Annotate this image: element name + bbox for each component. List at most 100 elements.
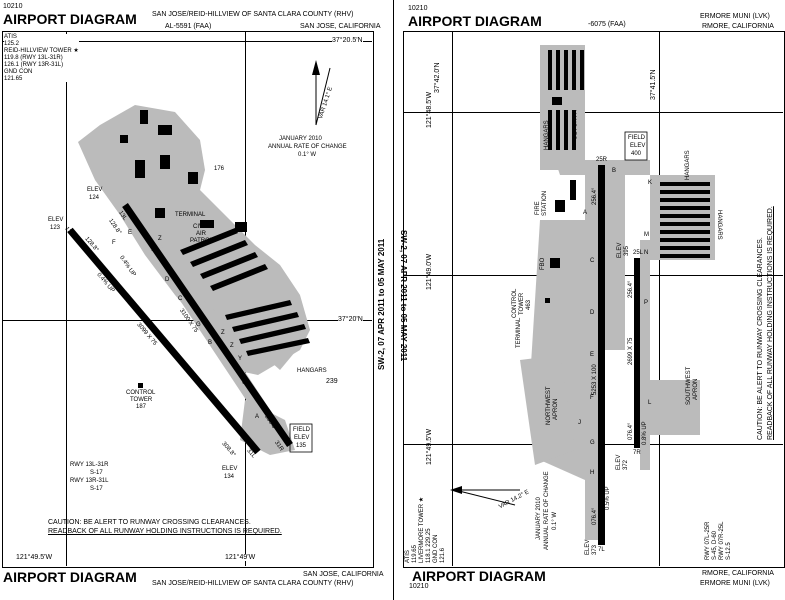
right-rwy-info-line: RWY 07R-25L: [719, 521, 725, 560]
left-tower-line: TOWER: [130, 397, 153, 403]
right-freq-line: 118.1 229.25: [426, 528, 432, 563]
right-control-tower-symbol: [545, 298, 550, 303]
right-elev-372-1: ELEV: [616, 454, 622, 470]
right-title-top: AIRPORT DIAGRAM: [408, 13, 542, 29]
right-hangars-2: HANGARS: [544, 120, 550, 150]
runway-07r-25l: [634, 258, 640, 448]
right-hangars-3: HANGARS: [685, 150, 691, 180]
left-airport-name-top: SAN JOSE/REID-HILLVIEW OF SANTA CLARA CO…: [152, 11, 354, 18]
left-change-line: ANNUAL RATE OF CHANGE: [268, 144, 347, 150]
right-taxiway-label: H: [590, 470, 595, 476]
right-elev-372-2: 372: [623, 459, 629, 470]
right-field-elev-line: FIELD: [628, 135, 646, 141]
left-terminal-label: TERMINAL: [175, 212, 206, 218]
runway-07l-25r: [598, 165, 605, 545]
right-title-bottom: AIRPORT DIAGRAM: [412, 568, 546, 584]
right-rwy-info-line: RWY 07L-25R: [705, 521, 711, 560]
right-up-1: 0.5% UP: [605, 486, 611, 510]
left-elev-123-label: ELEV: [48, 217, 64, 223]
right-rwy-info-line: S-12.5: [726, 542, 732, 560]
right-rwy-len-1: 5253 X 100: [592, 364, 598, 395]
right-freq-line: 121.6: [440, 547, 446, 563]
left-building: [200, 220, 214, 228]
right-elev-373-1: ELEV: [585, 539, 591, 555]
left-al-ref: AL-5591 (FAA): [165, 23, 212, 30]
left-caution-line-1: CAUTION: BE ALERT TO RUNWAY CROSSING CLE…: [48, 519, 251, 526]
right-tower-line: CONTROL: [512, 288, 518, 318]
left-building: [235, 222, 247, 232]
right-rwy-25r: 25R: [596, 157, 608, 163]
left-field-elev-line: FIELD: [293, 427, 311, 433]
left-lat-mid: 37°20'N: [338, 316, 363, 323]
left-taxiway-label: Y: [150, 247, 155, 253]
left-rwy-info-line: RWY 13L-31R: [70, 462, 109, 468]
right-fbo-building: [550, 258, 560, 268]
left-caution-line-2: READBACK OF ALL RUNWAY HOLDING INSTRUCTI…: [48, 528, 282, 535]
right-taxiway-label: C: [590, 258, 595, 264]
left-field-elev-line: ELEV: [294, 435, 310, 441]
left-taxiway-label: Z: [221, 330, 225, 336]
center-fold-line: [393, 0, 394, 600]
right-field-elev-line: 400: [631, 151, 642, 157]
right-rwy-7l: 7L: [598, 547, 605, 553]
right-taxiway-label: M: [644, 232, 649, 238]
left-elev-124-value: 124: [89, 195, 100, 201]
runway-13l-31r: [122, 203, 293, 447]
right-field-elev-box: [624, 131, 648, 161]
left-building: [158, 125, 172, 135]
right-fire-station-1: FIRE: [535, 201, 541, 215]
right-airport-name-bottom: ERMORE MUNI (LVK): [700, 580, 770, 587]
right-taxiway-label: L: [648, 400, 652, 406]
right-fbo: FBO: [540, 257, 546, 270]
right-southwest-apron: [650, 380, 700, 435]
left-building: [140, 110, 148, 124]
right-rwy-7r: 7R: [633, 450, 641, 456]
right-terminal: TERMINAL: [516, 317, 522, 348]
left-cap-line: PATROL: [190, 238, 214, 244]
left-freq-line: 121.65: [4, 76, 23, 82]
left-change-line: JANUARY 2010: [279, 136, 322, 142]
left-building: [188, 172, 198, 184]
right-hdg-076-1: 076.4°: [592, 507, 598, 525]
right-taxiway-label: F: [590, 395, 594, 401]
right-taxiway-label: G: [590, 440, 595, 446]
right-change-line: JANUARY 2010: [536, 497, 542, 540]
right-nw-apron-1: NORTHWEST: [546, 386, 552, 425]
left-city-bottom: SAN JOSE, CALIFORNIA: [303, 571, 384, 578]
left-field-elev-box: [289, 423, 313, 453]
left-freq-line: 126.1 (RWY 13R-31L): [4, 62, 64, 68]
left-tower-line: 187: [136, 404, 147, 410]
right-tower-line: 463: [526, 299, 532, 310]
left-magnetic-arrow: [315, 67, 331, 126]
left-taxiway-label: Z: [158, 236, 162, 242]
left-rwy-info-line: S-17: [90, 470, 103, 476]
left-airport-name-bottom: SAN JOSE/REID-HILLVIEW OF SANTA CLARA CO…: [152, 580, 354, 587]
left-taxiway-label: C: [178, 296, 183, 302]
right-hdg-256-2: 256.4°: [628, 280, 634, 298]
left-taxiway-label: D: [165, 277, 170, 283]
right-caution-line-2: READBACK OF ALL RUNWAY HOLDING INSTRUCTI…: [767, 206, 774, 440]
left-elev-123-value: 123: [50, 225, 61, 231]
left-taxiway-label: E: [128, 230, 133, 236]
right-elev-373-2: 373: [592, 544, 598, 555]
right-hdg-256-1: 256.4°: [592, 187, 598, 205]
right-city-top: RMORE, CALIFORNIA: [702, 23, 774, 30]
left-frequency-block: ATIS 125.2 REID-HILLVIEW TOWER ★ 119.8 (…: [4, 34, 79, 82]
left-taxiway-label: Z: [230, 343, 234, 349]
right-grid-lon-1: [452, 31, 453, 566]
left-elev-124-label: ELEV: [87, 187, 103, 193]
left-chart-code-top: 10210: [3, 3, 23, 10]
right-code-bottom: 10210: [409, 583, 429, 590]
left-taxiway-label: A: [255, 414, 260, 420]
right-chart-code-top: 10210: [408, 5, 428, 12]
left-tower-line: CONTROL: [126, 390, 156, 396]
left-title-bottom: AIRPORT DIAGRAM: [3, 569, 137, 585]
right-north-hangar-rows: [548, 50, 584, 212]
left-field-elev-line: 135: [296, 443, 307, 449]
right-airport-name-top: ERMORE MUNI (LVK): [700, 13, 770, 20]
left-freq-line: GND CON: [4, 69, 33, 75]
left-freq-line: 125.2: [4, 41, 20, 47]
right-grid-lat-1: [403, 112, 783, 113]
left-elev-239: 239: [326, 378, 338, 385]
